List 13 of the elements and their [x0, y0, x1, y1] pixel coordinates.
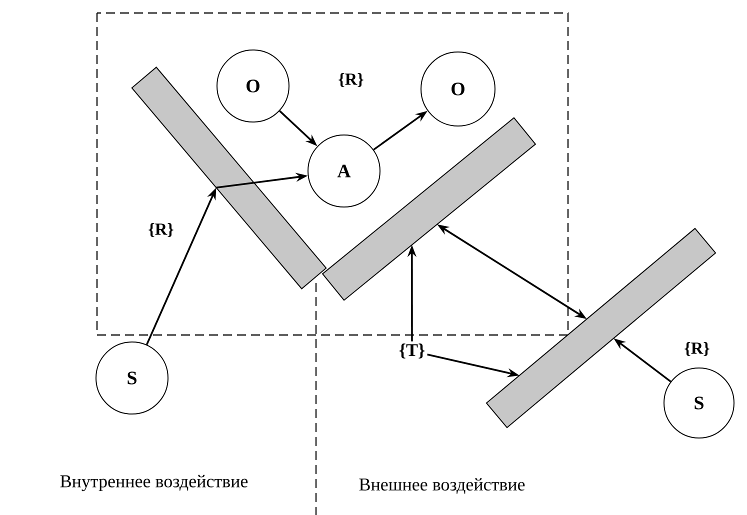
circle-node: O — [216, 50, 290, 122]
circle-node: S — [96, 342, 168, 414]
circle-node: A — [308, 134, 380, 208]
caption-text: Внутреннее воздействие — [60, 474, 248, 492]
set-label: {R} — [338, 72, 364, 88]
set-label: {R} — [148, 222, 174, 238]
set-label: {R} — [684, 342, 710, 356]
caption-text: Внешнее воздействие — [359, 478, 525, 494]
set-label: {T} — [400, 344, 425, 358]
circle-node: S — [664, 368, 734, 438]
bar — [131, 66, 327, 290]
circle-node: O — [420, 52, 496, 126]
bar — [486, 228, 716, 428]
